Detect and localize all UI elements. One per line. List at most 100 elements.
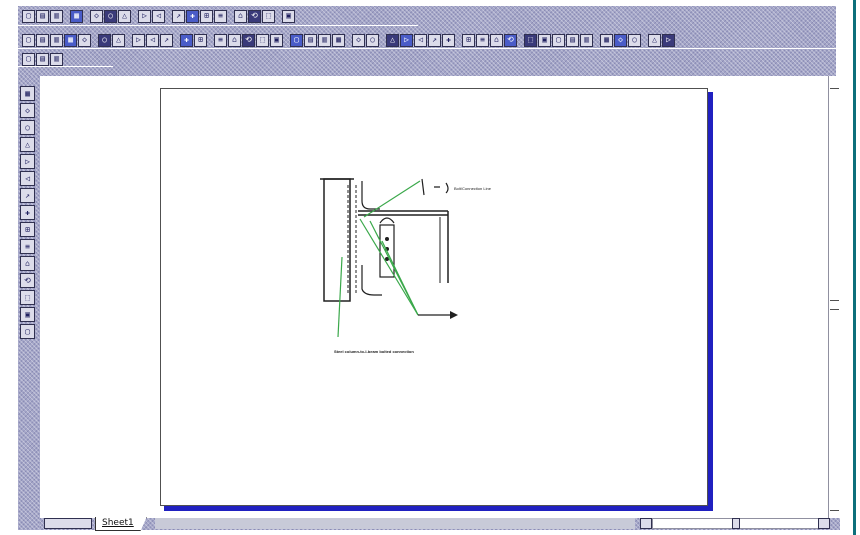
pan-icon[interactable]: ⟲ [248,9,261,23]
polygon-icon[interactable]: ✚ [20,205,35,220]
leader-icon[interactable]: ⟲ [20,273,35,288]
print-icon[interactable]: ▦ [70,9,83,23]
save-icon[interactable]: ▥ [50,9,63,23]
toolbar-button-icon[interactable]: ✚ [442,33,455,47]
leader-line [337,256,343,338]
toolbar-button-icon[interactable]: ◁ [146,33,159,47]
top-marker [421,178,440,196]
toolbar-button-icon[interactable]: ⌂ [228,33,241,47]
hscroll-right-button[interactable] [818,518,830,529]
text-icon[interactable]: ⌂ [20,256,35,271]
undo-icon[interactable]: ▷ [138,9,151,23]
toolbar-button-icon[interactable]: ▥ [50,33,63,47]
toolbar-button-icon[interactable]: ▢ [552,33,565,47]
toolbar-button-icon[interactable]: ⊞ [194,33,207,47]
hatch-icon[interactable]: ⬚ [20,290,35,305]
hscroll-thumb[interactable] [732,518,740,529]
toolbar-area [18,6,836,76]
measure-icon[interactable]: ▢ [20,324,35,339]
toolbar-button-icon[interactable]: ▦ [64,33,77,47]
toolbar-button-icon[interactable]: ▤ [304,33,317,47]
sheet-nav-buttons[interactable] [44,518,92,529]
toolbar-button-icon[interactable]: ↗ [428,33,441,47]
toolbar-button-icon[interactable]: ⟲ [242,33,255,47]
copy-icon[interactable]: ○ [104,9,117,23]
toolbar-button-icon[interactable]: ▦ [600,33,613,47]
toolbar-button-icon[interactable]: ▣ [270,33,283,47]
toolbar-button-icon[interactable]: ≡ [214,33,227,47]
toolbar-button-icon[interactable]: ▥ [580,33,593,47]
horizontal-scrollbar[interactable] [652,518,828,529]
toolbar-button-icon[interactable]: ▷ [662,33,675,47]
toolbar-button-icon[interactable]: △ [648,33,661,47]
toolbar-button-icon[interactable]: ⌂ [490,33,503,47]
line-icon[interactable]: ◇ [20,103,35,118]
toolbar-button-icon[interactable]: ≡ [476,33,489,47]
toolbar-separator [18,25,418,26]
select-icon[interactable]: ↗ [172,9,185,23]
paste-icon[interactable]: △ [118,9,131,23]
rectangle-icon[interactable]: ↗ [20,188,35,203]
help-icon[interactable]: ▣ [282,9,295,23]
toolbar-button-icon[interactable]: ▦ [332,33,345,47]
fill-icon[interactable]: ⊞ [20,222,35,237]
toolbar-button-icon[interactable]: ▢ [22,33,35,47]
layer-icon[interactable]: ≡ [214,9,227,23]
polyline-icon[interactable]: ○ [20,120,35,135]
toolbar-button-icon[interactable]: ○ [628,33,641,47]
grid-icon[interactable]: ⊞ [200,9,213,23]
toolbar-button-icon[interactable]: ⟲ [504,33,517,47]
toolbar-button-icon[interactable]: ▣ [538,33,551,47]
toolbar-button-icon[interactable]: ⬚ [256,33,269,47]
new-icon[interactable]: ▢ [22,9,35,23]
ellipse-icon[interactable]: ◁ [20,171,35,186]
redo-icon[interactable]: ◁ [152,9,165,23]
toolbar-button-icon[interactable]: ⊞ [462,33,475,47]
toolbar-button-icon[interactable]: ◁ [414,33,427,47]
toolbar-button-icon[interactable]: ▤ [566,33,579,47]
toolbar-button-icon[interactable]: ⬚ [524,33,537,47]
callout-top-text: Bolt/Connection Line [454,186,492,191]
toolbar-separator [18,48,836,49]
toolbar-button-icon[interactable]: ↗ [160,33,173,47]
column-outline [323,178,351,302]
toolbar-button-icon[interactable]: ◇ [614,33,627,47]
frame-icon[interactable]: ▤ [36,52,49,66]
scroll-up-button[interactable] [830,78,839,89]
scroll-thumb[interactable] [830,300,839,310]
vertical-scrollbar[interactable] [828,76,841,528]
toolbar-button-icon[interactable]: ▤ [36,33,49,47]
scroll-down-button[interactable] [830,510,839,521]
toolbar-button-icon[interactable]: ▷ [132,33,145,47]
view-icon[interactable]: ▢ [22,52,35,66]
technical-drawing[interactable]: Bolt/Connection Line Steel column-to-I-b… [300,165,520,365]
toolbar-button-icon[interactable]: ◇ [78,33,91,47]
hscroll-left-button[interactable] [640,518,652,529]
symbol-icon[interactable]: ▣ [20,307,35,322]
drawing-page[interactable] [160,88,708,506]
toolbar-button-icon[interactable]: ◇ [352,33,365,47]
page-shadow-bottom [164,506,713,511]
cut-icon[interactable]: ◇ [90,9,103,23]
layout-icon[interactable]: ▥ [50,52,63,66]
snap-icon[interactable]: ⌂ [234,9,247,23]
arc-icon[interactable]: △ [20,137,35,152]
toolbar-button-icon[interactable]: ▢ [290,33,303,47]
callout-arrow-head [450,311,458,319]
toolbar-button-icon[interactable]: ○ [98,33,111,47]
sheet-tab[interactable]: Sheet1 [95,517,147,531]
toolbar-button-icon[interactable]: △ [386,33,399,47]
toolbar-button-icon[interactable]: ○ [366,33,379,47]
leader-line [359,218,419,316]
tab-separator [155,518,635,529]
open-icon[interactable]: ▤ [36,9,49,23]
dimension-icon[interactable]: ≡ [20,239,35,254]
toolbar-button-icon[interactable]: ▷ [400,33,413,47]
zoom-icon[interactable]: ✚ [186,9,199,23]
toolbar-button-icon[interactable]: △ [112,33,125,47]
toolbar-button-icon[interactable]: ▥ [318,33,331,47]
circle-icon[interactable]: ▷ [20,154,35,169]
fit-icon[interactable]: ⬚ [262,9,275,23]
pointer-icon[interactable]: ▦ [20,86,35,101]
toolbar-button-icon[interactable]: ✚ [180,33,193,47]
